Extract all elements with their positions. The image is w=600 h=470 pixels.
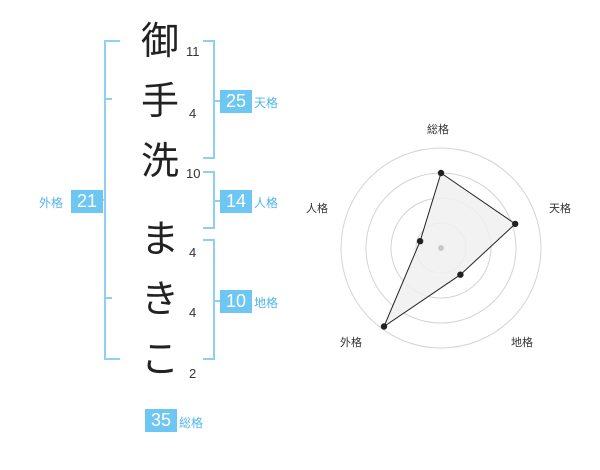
tenkaku-bracket (203, 40, 215, 159)
soukaku-value-badge: 35 (145, 409, 177, 432)
stroke-count-6: 2 (189, 366, 197, 381)
soukaku-label: 総格 (179, 416, 204, 430)
radar-point-5 (416, 238, 424, 245)
name-char-2: 手 (140, 79, 179, 123)
radar-point-4 (380, 323, 388, 330)
radar-data-polygon (382, 172, 516, 328)
stroke-count-2: 4 (189, 106, 197, 121)
name-char-5: き (140, 277, 179, 321)
name-char-3: 洗 (140, 139, 179, 183)
name-char-4: ま (140, 217, 179, 261)
chikaku-label: 地格 (254, 296, 279, 310)
stroke-count-1: 11 (186, 44, 200, 59)
jinkaku-label: 人格 (254, 196, 279, 210)
name-char-1: 御 (140, 19, 179, 63)
radar-axis-label-tenkaku: 天格 (549, 202, 571, 215)
gaikaku-value-badge: 21 (71, 190, 103, 213)
tenkaku-label: 天格 (254, 96, 279, 110)
name-char-6: こ (140, 337, 179, 381)
radar-point-1 (437, 169, 445, 177)
radar-point-2 (512, 220, 519, 228)
chikaku-bracket (203, 239, 215, 360)
jinkaku-value-badge: 14 (220, 190, 252, 213)
radar-point-3 (457, 271, 464, 278)
chikaku-value-badge: 10 (220, 290, 252, 313)
radar-axis-label-gaikaku: 外格 (340, 336, 362, 349)
radar-center-dot (438, 245, 444, 251)
radar-axis-label-jinkaku: 人格 (306, 202, 328, 215)
stroke-count-4: 4 (189, 245, 197, 260)
gaikaku-label: 外格 (39, 196, 64, 210)
radar-axis-label-soukaku: 総格 (427, 123, 449, 136)
stroke-count-3: 10 (186, 166, 201, 181)
radar-grid-ring-4 (340, 147, 542, 349)
tenkaku-value-badge: 25 (220, 90, 252, 113)
radar-axis-label-chikaku: 地格 (511, 336, 533, 349)
stroke-count-5: 4 (189, 305, 197, 320)
bracket-lines (100, 40, 221, 360)
